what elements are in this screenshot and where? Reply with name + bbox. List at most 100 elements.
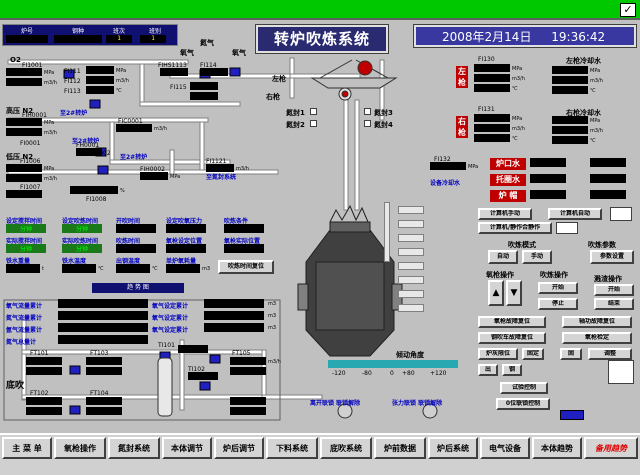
low-n2-unit-2: m3/h <box>44 176 57 182</box>
position-control-button[interactable]: 0位联锁控制 <box>496 398 550 410</box>
nav-main-menu[interactable]: 主 菜 单 <box>2 437 52 459</box>
iron-weight-unit: t <box>42 266 44 272</box>
furnace-limit-button[interactable]: 炉灰限位 <box>478 348 518 360</box>
lance-fix-button[interactable]: 固定 <box>522 348 544 360</box>
low-n2-label: 低压 N2 <box>6 153 34 161</box>
seal4-checkbox[interactable] <box>364 120 371 127</box>
tilt-angle-label: 倾动角度 <box>396 351 424 359</box>
tap-temp-value <box>116 264 150 273</box>
actual-stir-time-value: 分钟 <box>6 244 46 253</box>
high-n2-unit-2: m3/h <box>44 130 57 136</box>
position-indicator-2 <box>398 206 424 214</box>
cool-inlet-value-b <box>590 158 626 167</box>
pour-stop-button[interactable]: 结束 <box>594 298 634 310</box>
left-cool-2-unit: m3/h <box>512 76 525 82</box>
cooling-inlet-label: 炉口水 <box>490 158 526 170</box>
right-cool-1-unit: MPa <box>512 116 523 122</box>
left-lance-label: 左枪 <box>272 75 286 83</box>
nav-lance-operation[interactable]: 氧枪操作 <box>54 437 106 459</box>
nav-post-system[interactable]: 炉后系统 <box>428 437 478 459</box>
trend-right-row-0-unit: m3 <box>268 301 277 307</box>
setting-stir-time-value[interactable]: 分钟 <box>6 224 46 233</box>
adjust-button[interactable]: 调整 <box>588 348 632 360</box>
nitrogen-label: 氮气 <box>200 39 214 47</box>
oxygen-consumption-value <box>166 264 200 273</box>
lance-down-button[interactable]: ▼ <box>506 280 522 306</box>
nav-body-control[interactable]: 本体调节 <box>162 437 212 459</box>
fi1111-value <box>86 66 114 74</box>
to-2-converter-a: 至2#转炉 <box>60 110 88 117</box>
high-n2-unit-1: MPa <box>44 120 55 126</box>
interlock-a-label: 离开联锁 联锁解除 <box>310 400 361 407</box>
shaft-reset-button[interactable]: 轴功故障复位 <box>562 316 632 328</box>
top-status-bar <box>0 0 640 20</box>
computer-manual-button[interactable]: 计算机手动 <box>478 208 532 220</box>
lock-button[interactable]: 钢 <box>502 364 522 376</box>
lance-car-reset-button[interactable]: 钢吹车故障复位 <box>478 332 546 344</box>
fi1112-tag: FI112 <box>64 78 81 85</box>
nav-bottom-blow[interactable]: 底吹系统 <box>320 437 372 459</box>
nav-backup-trend[interactable]: 备用趋势 <box>584 437 638 459</box>
left-cool-1 <box>474 64 510 72</box>
right-cool-2 <box>474 124 510 132</box>
nav-body-trend[interactable]: 本体趋势 <box>532 437 582 459</box>
out-button[interactable]: 出 <box>478 364 498 376</box>
test-control-button[interactable]: 试验控制 <box>500 382 548 394</box>
fic0001-unit: m3/h <box>154 126 167 132</box>
blow-stop-button[interactable]: 停止 <box>538 298 578 310</box>
fi105-tag: FT105 <box>232 350 251 357</box>
setting-blow-time-value[interactable]: 分钟 <box>62 224 102 233</box>
status-indicator <box>560 410 584 420</box>
lance-reset-button[interactable]: 氧枪故障复位 <box>478 316 546 328</box>
fi1007-tag: FI1007 <box>20 184 41 191</box>
trend-row-2-value <box>58 323 148 332</box>
seal1-checkbox[interactable] <box>310 108 317 115</box>
to-2-converter-c: 至2#转炉 <box>120 154 148 161</box>
right-cool-4 <box>552 116 588 124</box>
fix-button[interactable]: 固 <box>560 348 582 360</box>
settings-label-1-4: 氧枪实际位置 <box>224 238 261 245</box>
position-indicator-1 <box>384 202 390 262</box>
fi1008-tag: FI1008 <box>86 196 107 203</box>
nav-seal-system[interactable]: 氮封系统 <box>108 437 160 459</box>
blow-start-button[interactable]: 开始 <box>538 282 578 294</box>
left-cool-4-unit: MPa <box>590 68 601 74</box>
reset-blow-time-button[interactable]: 吹炼时间复位 <box>218 260 274 274</box>
lance-up-button[interactable]: ▲ <box>488 280 504 306</box>
pour-op-label: 溅渣操作 <box>594 275 622 283</box>
date-text: 2008年2月14日 <box>442 30 532 44</box>
params-set-button[interactable]: 参数设置 <box>590 250 634 264</box>
left-cool-4 <box>552 66 588 74</box>
fi1001-value <box>6 68 42 76</box>
blow-auto-button[interactable]: 自动 <box>488 250 518 264</box>
window-check-button[interactable]: ✓ <box>620 3 636 17</box>
nav-post-control[interactable]: 炉后调节 <box>214 437 264 459</box>
cool-ring-value-b <box>590 174 626 183</box>
nav-electrical[interactable]: 电气设备 <box>480 437 530 459</box>
seal3-checkbox[interactable] <box>364 108 371 115</box>
oxygen-label-b: 氧气 <box>232 49 246 57</box>
nav-charging-system[interactable]: 下料系统 <box>266 437 318 459</box>
fi1008-unit: % <box>120 188 125 194</box>
fih0002-unit: MPa <box>170 174 181 180</box>
computer-hold-button[interactable]: 计算机/静作合静作 <box>478 222 552 234</box>
blow-manual-button[interactable]: 手动 <box>522 250 552 264</box>
seal2-checkbox[interactable] <box>310 120 317 127</box>
lance-set-position-value[interactable] <box>166 244 206 253</box>
computer-auto-button[interactable]: 计算机自动 <box>548 208 602 220</box>
trend-title: 趋 势 图 <box>127 284 149 291</box>
iron-temp-value <box>62 264 96 273</box>
settings-label-0-0: 设定搅拌时间 <box>6 218 43 225</box>
setting-pressure-value[interactable] <box>166 224 206 233</box>
cool-cap-value <box>530 190 566 199</box>
lance-check-button[interactable]: 氧枪检定 <box>562 332 632 344</box>
right-cool-6 <box>552 136 588 144</box>
bb-102-b <box>26 407 62 415</box>
fi1116-value <box>190 92 218 100</box>
trend-row-2: 氩气流量累计 <box>6 327 43 334</box>
pour-start-button[interactable]: 开始 <box>594 284 634 296</box>
trend-row-3: 氮气总量计 <box>6 339 37 346</box>
fi1132-tag: FI132 <box>434 156 451 163</box>
nav-front-data[interactable]: 炉前数据 <box>374 437 426 459</box>
right-cool-3-unit: ℃ <box>512 136 518 142</box>
